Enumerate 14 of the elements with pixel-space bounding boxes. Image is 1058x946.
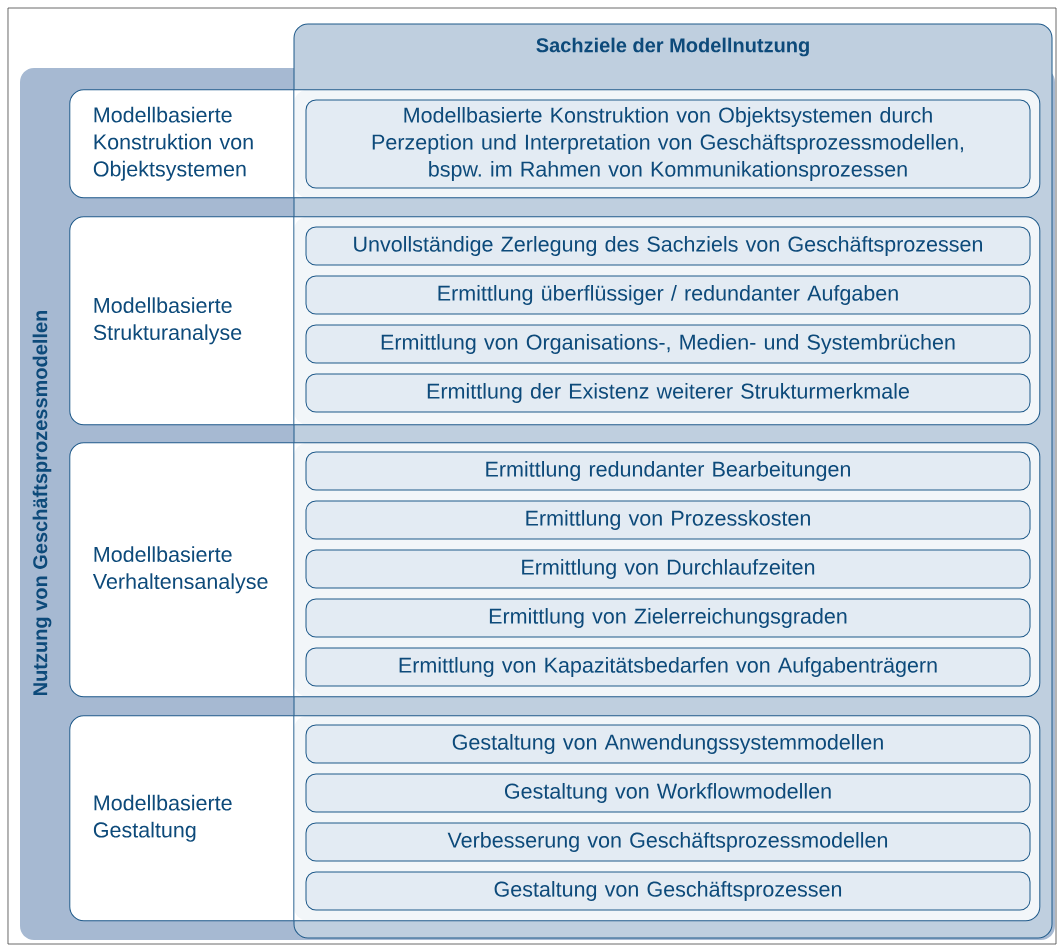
goal-box: Ermittlung von Kapazitätsbedarfen von Aufgabenträgern (305, 647, 1031, 687)
goal-box: Gestaltung von Anwendungssystemmodellen (305, 724, 1031, 764)
goal-box: Ermittlung von Organisations-, Medien- und Systembrüchen (305, 324, 1031, 364)
goal-box: Modellbasierte Konstruktion von Objektsystemen durch Perzeption und Interpretation von Geschäftsprozessmodellen, bspw. im Rahmen von Kommunikationsprozessen (305, 99, 1031, 189)
goal-box: Ermittlung von Zielerreichungsgraden (305, 598, 1031, 638)
goal-box: Ermittlung der Existenz weiterer Strukturmerkmale (305, 373, 1031, 413)
goal-box: Gestaltung von Geschäftsprozessen (305, 871, 1031, 911)
goal-box: Verbesserung von Geschäftsprozessmodellen (305, 822, 1031, 862)
goal-box: Ermittlung überflüssiger / redundanter Aufgaben (305, 275, 1031, 315)
goal-box: Ermittlung von Prozesskosten (305, 500, 1031, 540)
goal-box: Unvollständige Zerlegung des Sachziels von Geschäftsprozessen (305, 226, 1031, 266)
goal-box: Gestaltung von Workflowmodellen (305, 773, 1031, 813)
goal-box: Ermittlung redundanter Bearbeitungen (305, 451, 1031, 491)
goal-box: Ermittlung von Durchlaufzeiten (305, 549, 1031, 589)
